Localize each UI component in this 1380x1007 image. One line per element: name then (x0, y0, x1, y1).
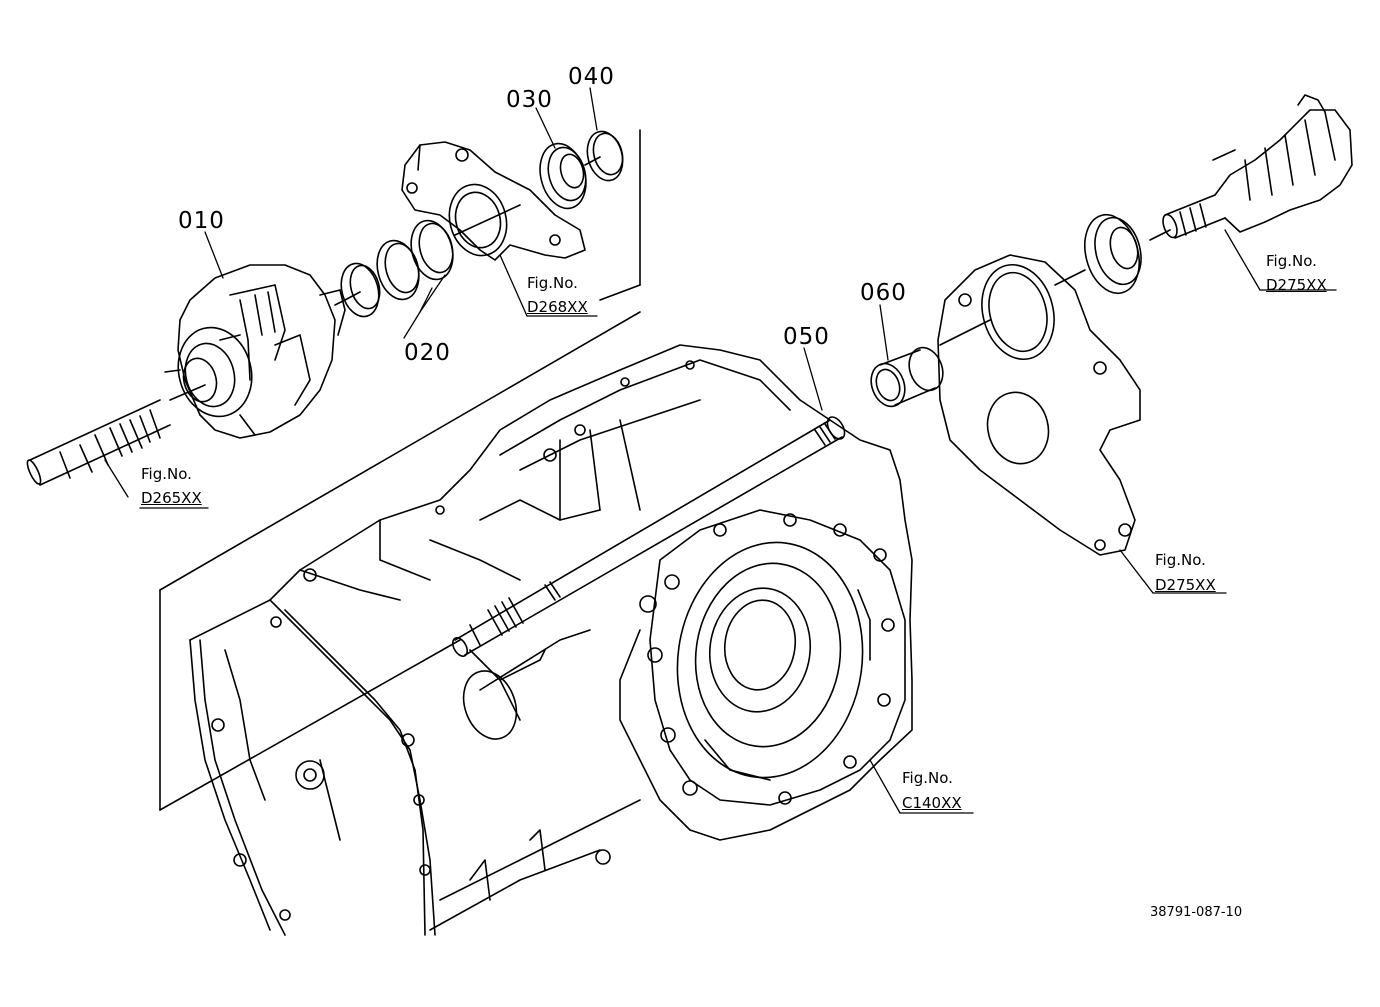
ball-bearing-030 (533, 138, 593, 213)
o-rings (336, 216, 459, 321)
part-number-030: 030 (506, 87, 553, 113)
right-bearing (1077, 209, 1149, 300)
housing-flange (640, 510, 905, 805)
transmission-housing-outline (190, 345, 912, 935)
clutch-drum-assembly (165, 265, 345, 438)
gear-shaft (1160, 95, 1352, 239)
leader-lines (105, 88, 1336, 813)
part-number-060: 060 (860, 280, 907, 306)
circlip-040 (582, 127, 628, 184)
fig-ref-prefix: Fig.No. (527, 274, 578, 292)
fig-ref-code: D275XX (1266, 276, 1327, 294)
drawing-code: 38791-087-10 (1150, 905, 1243, 920)
fig-ref-prefix: Fig.No. (141, 465, 192, 483)
part-number-020: 020 (404, 340, 451, 366)
group-bracket-frame (160, 130, 640, 810)
bushing-060 (865, 343, 948, 411)
part-number-040: 040 (568, 64, 615, 90)
fig-ref-prefix: Fig.No. (1266, 252, 1317, 270)
input-shaft (25, 400, 170, 485)
bearing-bracket (402, 142, 585, 262)
pto-shaft-050 (450, 414, 848, 659)
fig-ref-prefix: Fig.No. (1155, 551, 1206, 569)
fig-ref-code: D268XX (527, 298, 588, 316)
fig-ref-code: D265XX (141, 489, 202, 507)
part-number-050: 050 (783, 324, 830, 350)
fig-ref-code: D275XX (1155, 576, 1216, 594)
part-number-010: 010 (178, 208, 225, 234)
fig-ref-code: C140XX (902, 794, 962, 812)
cover-plate (938, 255, 1140, 555)
fig-ref-prefix: Fig.No. (902, 769, 953, 787)
assembly-axis-lines (170, 157, 1170, 400)
